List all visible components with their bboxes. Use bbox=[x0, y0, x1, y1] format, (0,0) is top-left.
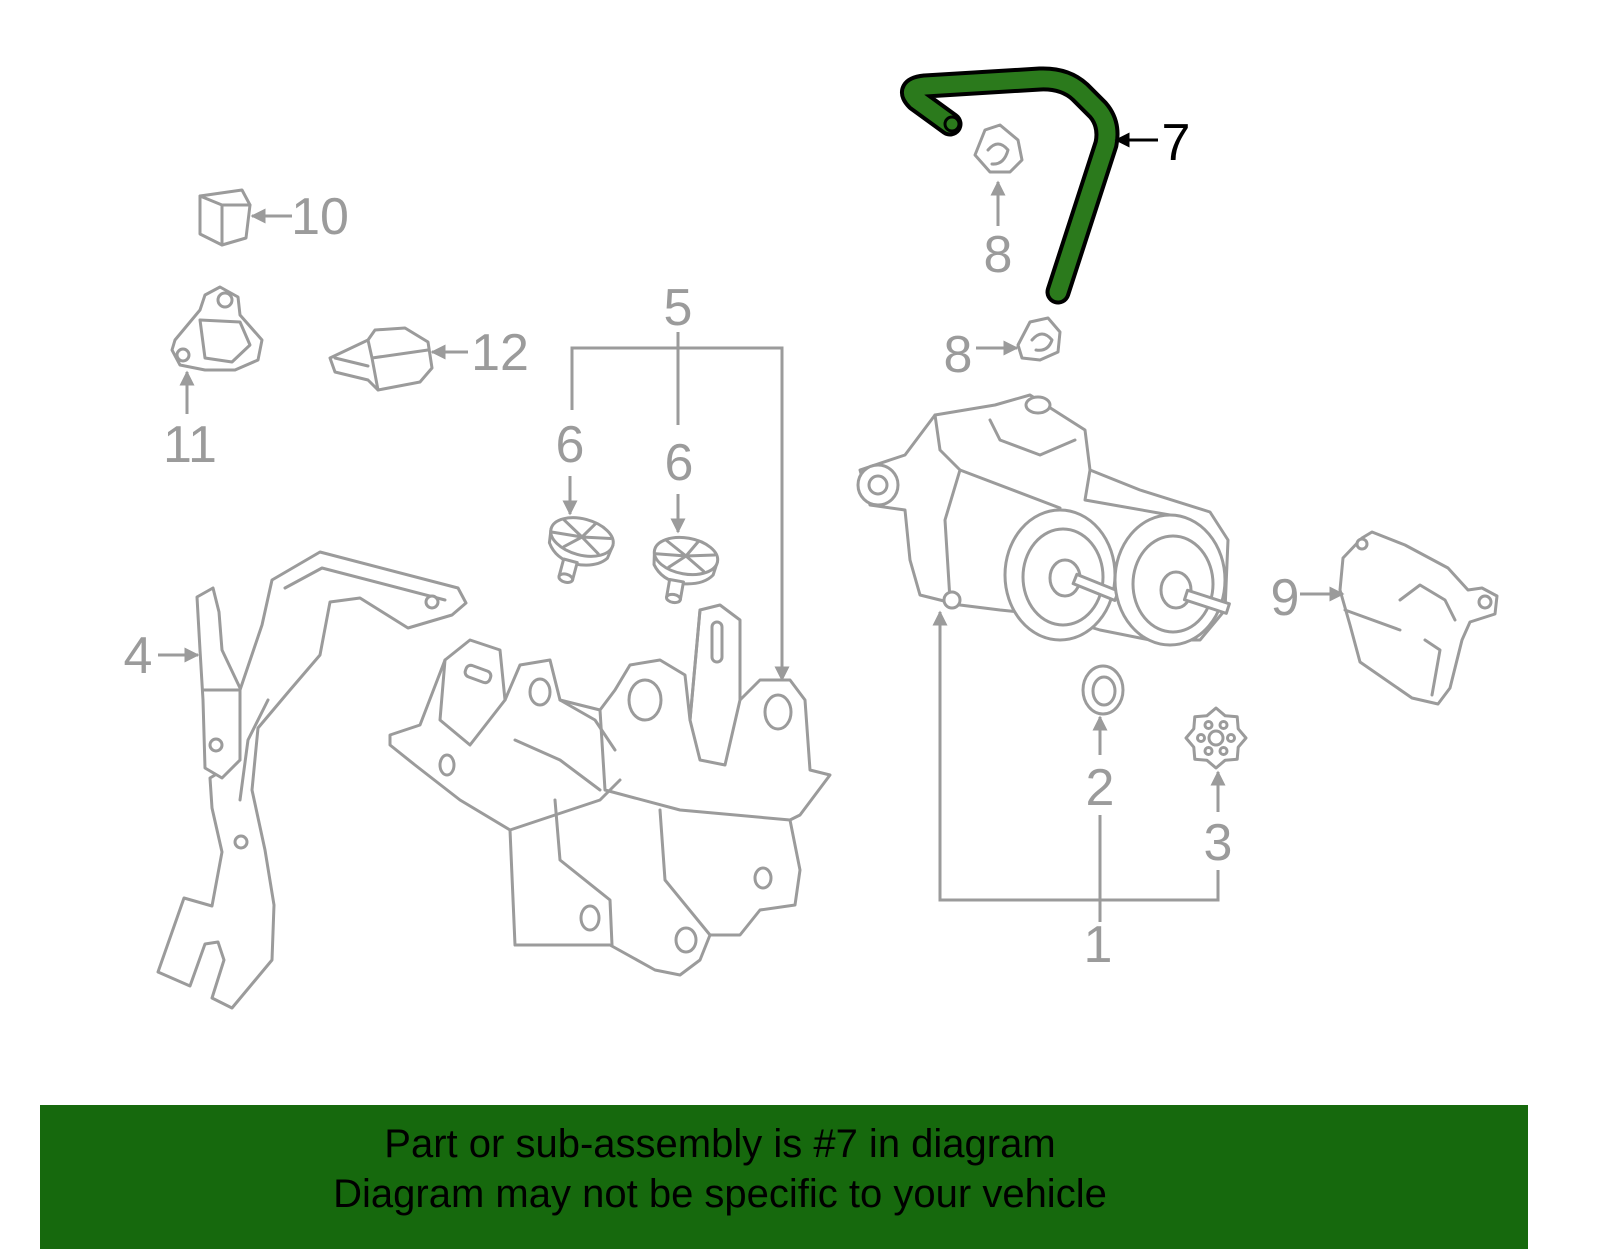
part-12-body bbox=[328, 326, 434, 392]
part-1-modulator bbox=[856, 393, 1231, 647]
part-5-bracket-assembly bbox=[388, 603, 832, 977]
callout-10: 10 bbox=[291, 188, 349, 246]
callout-8-lower: 8 bbox=[944, 326, 973, 384]
callout-6-left: 6 bbox=[556, 416, 585, 474]
part-5-hole bbox=[627, 678, 663, 722]
part-8-clip-curve bbox=[986, 142, 1010, 166]
part-5-hole bbox=[753, 866, 773, 890]
part-11-hole bbox=[175, 347, 191, 363]
callout-9: 9 bbox=[1271, 569, 1300, 627]
callout-3: 3 bbox=[1204, 814, 1233, 872]
part-4-plate bbox=[195, 586, 242, 780]
part-9-body bbox=[1338, 530, 1499, 706]
part-2-inner bbox=[1091, 675, 1117, 707]
part-3-dot bbox=[1203, 720, 1214, 730]
part-10-block bbox=[198, 188, 252, 247]
part-11-edges bbox=[198, 318, 252, 364]
part-3-dot bbox=[1196, 733, 1206, 743]
part-4-hole bbox=[424, 594, 440, 610]
part-3-center bbox=[1207, 729, 1225, 747]
callout-7: 7 bbox=[1162, 114, 1191, 172]
banner-line-part: Part or sub-assembly is #7 in diagram bbox=[384, 1122, 1056, 1166]
callout-4: 4 bbox=[124, 627, 153, 685]
part-5-hole bbox=[438, 753, 456, 777]
part-2-washer bbox=[1081, 664, 1125, 716]
part-6-grommet bbox=[652, 535, 720, 605]
part-4-arm bbox=[156, 550, 468, 1010]
part-4-hole bbox=[208, 737, 224, 753]
part-5-details bbox=[438, 608, 792, 947]
callout-8-upper: 8 bbox=[984, 226, 1013, 284]
callout-12: 12 bbox=[471, 324, 529, 382]
part-12-connector bbox=[328, 326, 434, 392]
part-4-hole bbox=[233, 834, 249, 850]
callout-1: 1 bbox=[1084, 916, 1113, 974]
part-8-clip-body bbox=[1016, 316, 1062, 362]
part-3-nut bbox=[1184, 706, 1248, 770]
part-5-stud bbox=[463, 663, 493, 685]
info-banner: Part or sub-assembly is #7 in diagram Di… bbox=[40, 1105, 1528, 1249]
part-11-body bbox=[170, 285, 264, 372]
callout-11: 11 bbox=[163, 416, 217, 474]
part-3-dot bbox=[1226, 733, 1236, 743]
grommet-slits bbox=[654, 538, 717, 573]
part-3-dot bbox=[1218, 720, 1229, 730]
part-4-bracket bbox=[156, 550, 468, 1010]
banner-line-disclaimer: Diagram may not be specific to your vehi… bbox=[333, 1172, 1107, 1216]
part-1-details bbox=[933, 413, 1172, 602]
part-12-edges bbox=[333, 338, 430, 392]
part-1-port bbox=[1024, 395, 1052, 415]
grommet-stud-end bbox=[557, 572, 575, 584]
part-5-slot bbox=[710, 620, 724, 664]
part-8-clip-body bbox=[973, 123, 1024, 174]
part-8-clip-lower bbox=[1016, 316, 1062, 362]
part-5-hole bbox=[528, 677, 552, 707]
part-3-dot bbox=[1218, 746, 1229, 756]
callout-2: 2 bbox=[1086, 759, 1115, 817]
part-1-lower-hole bbox=[942, 590, 962, 610]
part-11-sensor bbox=[170, 285, 264, 372]
part-7-hose-body bbox=[904, 70, 1116, 301]
grommet-stud-end bbox=[665, 592, 682, 605]
part-10-edges bbox=[198, 194, 252, 247]
grommet-slits bbox=[550, 518, 613, 556]
part-6-grommet bbox=[547, 516, 615, 584]
part-5-hole bbox=[579, 904, 601, 932]
part-9-hole bbox=[1477, 594, 1493, 610]
part-8-clip-curve bbox=[1030, 332, 1054, 352]
callout-5: 5 bbox=[664, 279, 693, 337]
part-9-edges bbox=[1343, 583, 1457, 697]
part-4-details bbox=[238, 566, 447, 802]
callout-6-right: 6 bbox=[665, 434, 694, 492]
part-7-hose-end bbox=[943, 115, 961, 133]
part-5-hole bbox=[674, 926, 698, 954]
part-7-hose bbox=[900, 66, 1120, 305]
part-5-hole bbox=[763, 693, 793, 731]
part-3-dot bbox=[1203, 746, 1214, 756]
part-8-clip-upper bbox=[973, 123, 1024, 174]
leader-1-bracket bbox=[932, 610, 1220, 902]
part-11-hole bbox=[216, 291, 234, 309]
part-1-mount-hole bbox=[867, 474, 889, 496]
part-9-hole bbox=[1355, 537, 1369, 551]
part-9-bracket bbox=[1338, 530, 1499, 706]
part-1-shaft-2 bbox=[1182, 588, 1231, 615]
